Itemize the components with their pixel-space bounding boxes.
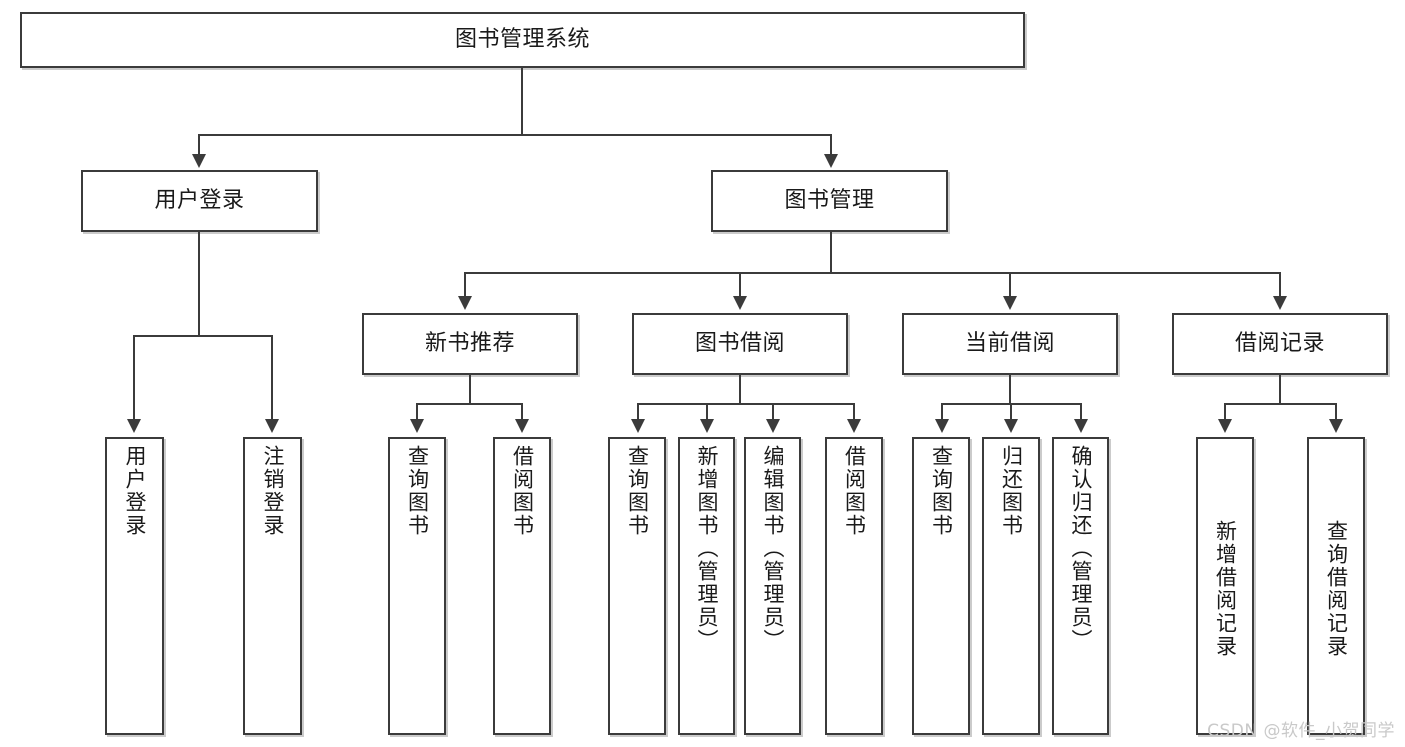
- arrowhead-new-book-recommend: [458, 296, 472, 310]
- connector-user-login-to-leaf-1: [133, 335, 135, 419]
- leaf-label: 归还图书: [999, 445, 1024, 537]
- leaf-br-query-record[interactable]: 查询借阅记录: [1307, 437, 1365, 735]
- connector-borrow-record-bus: [1224, 403, 1336, 405]
- connector-nb-to-leaf-1: [416, 403, 418, 419]
- arrowhead-leaf-logout: [265, 419, 279, 433]
- arrowhead-leaf-user-login: [127, 419, 141, 433]
- node-new-book-recommend[interactable]: 新书推荐: [362, 313, 578, 375]
- connector-bb-to-leaf-2: [706, 403, 708, 419]
- leaf-label: 查询借阅记录: [1324, 520, 1349, 658]
- connector-root-to-book-management: [830, 134, 832, 156]
- connector-current-borrow-stem: [1009, 375, 1011, 404]
- leaf-nb-borrow-book[interactable]: 借阅图书: [493, 437, 551, 735]
- leaf-label: 编辑图书（管理员）: [761, 445, 785, 652]
- connector-book-borrow-bus: [637, 403, 855, 405]
- connector-cb-to-leaf-1: [941, 403, 943, 419]
- node-label: 图书管理: [784, 187, 875, 213]
- arrowhead-book-borrow: [733, 296, 747, 310]
- arrowhead-nb-borrow-book: [515, 419, 529, 433]
- arrowhead-cb-query-book: [935, 419, 949, 433]
- connector-bm-to-borrow-record: [1279, 272, 1281, 297]
- connector-new-book-stem: [469, 375, 471, 404]
- connector-new-book-bus: [416, 403, 522, 405]
- leaf-label: 查询图书: [405, 445, 430, 537]
- connector-br-to-leaf-1: [1224, 403, 1226, 419]
- connector-user-login-to-leaf-2: [271, 335, 273, 419]
- connector-root-bus: [198, 134, 832, 136]
- connector-bm-to-current-borrow: [1009, 272, 1011, 297]
- leaf-cb-return-book[interactable]: 归还图书: [982, 437, 1040, 735]
- leaf-bb-query-book[interactable]: 查询图书: [608, 437, 666, 735]
- connector-book-borrow-stem: [739, 375, 741, 404]
- node-label: 图书管理系统: [454, 26, 590, 52]
- leaf-cb-query-book[interactable]: 查询图书: [912, 437, 970, 735]
- node-label: 当前借阅: [964, 330, 1055, 356]
- connector-bb-to-leaf-3: [772, 403, 774, 419]
- connector-book-management-bus: [464, 272, 1280, 274]
- node-label: 新书推荐: [424, 330, 515, 356]
- leaf-cb-confirm-return-admin[interactable]: 确认归还（管理员）: [1052, 437, 1109, 735]
- connector-user-login-stem: [198, 232, 200, 336]
- connector-cb-to-leaf-3: [1080, 403, 1082, 419]
- leaf-nb-query-book[interactable]: 查询图书: [388, 437, 446, 735]
- leaf-logout[interactable]: 注销登录: [243, 437, 302, 735]
- connector-root-stem: [521, 68, 523, 135]
- arrowhead-bb-add-book: [700, 419, 714, 433]
- leaf-label: 借阅图书: [842, 445, 867, 537]
- leaf-user-login[interactable]: 用户登录: [105, 437, 164, 735]
- leaf-label: 新增图书（管理员）: [695, 445, 719, 652]
- node-borrow-record[interactable]: 借阅记录: [1172, 313, 1388, 375]
- node-book-management[interactable]: 图书管理: [711, 170, 948, 232]
- node-user-login[interactable]: 用户登录: [81, 170, 318, 232]
- leaf-br-add-record[interactable]: 新增借阅记录: [1196, 437, 1254, 735]
- leaf-label: 确认归还（管理员）: [1069, 445, 1093, 652]
- connector-book-management-stem: [830, 232, 832, 274]
- leaf-label: 新增借阅记录: [1213, 520, 1238, 658]
- leaf-label: 注销登录: [261, 445, 285, 537]
- node-label: 图书借阅: [694, 330, 785, 356]
- connector-nb-to-leaf-2: [521, 403, 523, 419]
- node-current-borrow[interactable]: 当前借阅: [902, 313, 1118, 375]
- arrowhead-book-management: [824, 154, 838, 168]
- arrowhead-user-login: [192, 154, 206, 168]
- arrowhead-nb-query-book: [410, 419, 424, 433]
- arrowhead-br-add-record: [1218, 419, 1232, 433]
- connector-root-to-user-login: [198, 134, 200, 156]
- arrowhead-cb-return-book: [1004, 419, 1018, 433]
- connector-cb-to-leaf-2: [1010, 403, 1012, 419]
- connector-user-login-bus: [133, 335, 272, 337]
- arrowhead-current-borrow: [1003, 296, 1017, 310]
- arrowhead-bb-borrow-book: [847, 419, 861, 433]
- node-book-borrow[interactable]: 图书借阅: [632, 313, 848, 375]
- connector-br-to-leaf-2: [1335, 403, 1337, 419]
- leaf-label: 用户登录: [123, 445, 147, 537]
- connector-bb-to-leaf-4: [853, 403, 855, 419]
- leaf-bb-borrow-book[interactable]: 借阅图书: [825, 437, 883, 735]
- connector-bm-to-book-borrow: [739, 272, 741, 297]
- leaf-label: 借阅图书: [510, 445, 535, 537]
- arrowhead-bb-edit-book: [766, 419, 780, 433]
- node-label: 借阅记录: [1234, 330, 1325, 356]
- node-root-book-management-system[interactable]: 图书管理系统: [20, 12, 1025, 68]
- arrowhead-br-query-record: [1329, 419, 1343, 433]
- arrowhead-borrow-record: [1273, 296, 1287, 310]
- connector-bm-to-new-book: [464, 272, 466, 297]
- leaf-bb-edit-book-admin[interactable]: 编辑图书（管理员）: [744, 437, 801, 735]
- leaf-label: 查询图书: [625, 445, 650, 537]
- arrowhead-cb-confirm-return: [1074, 419, 1088, 433]
- node-label: 用户登录: [154, 187, 245, 213]
- leaf-label: 查询图书: [929, 445, 954, 537]
- arrowhead-bb-query-book: [631, 419, 645, 433]
- leaf-bb-add-book-admin[interactable]: 新增图书（管理员）: [678, 437, 735, 735]
- connector-borrow-record-stem: [1279, 375, 1281, 404]
- connector-bb-to-leaf-1: [637, 403, 639, 419]
